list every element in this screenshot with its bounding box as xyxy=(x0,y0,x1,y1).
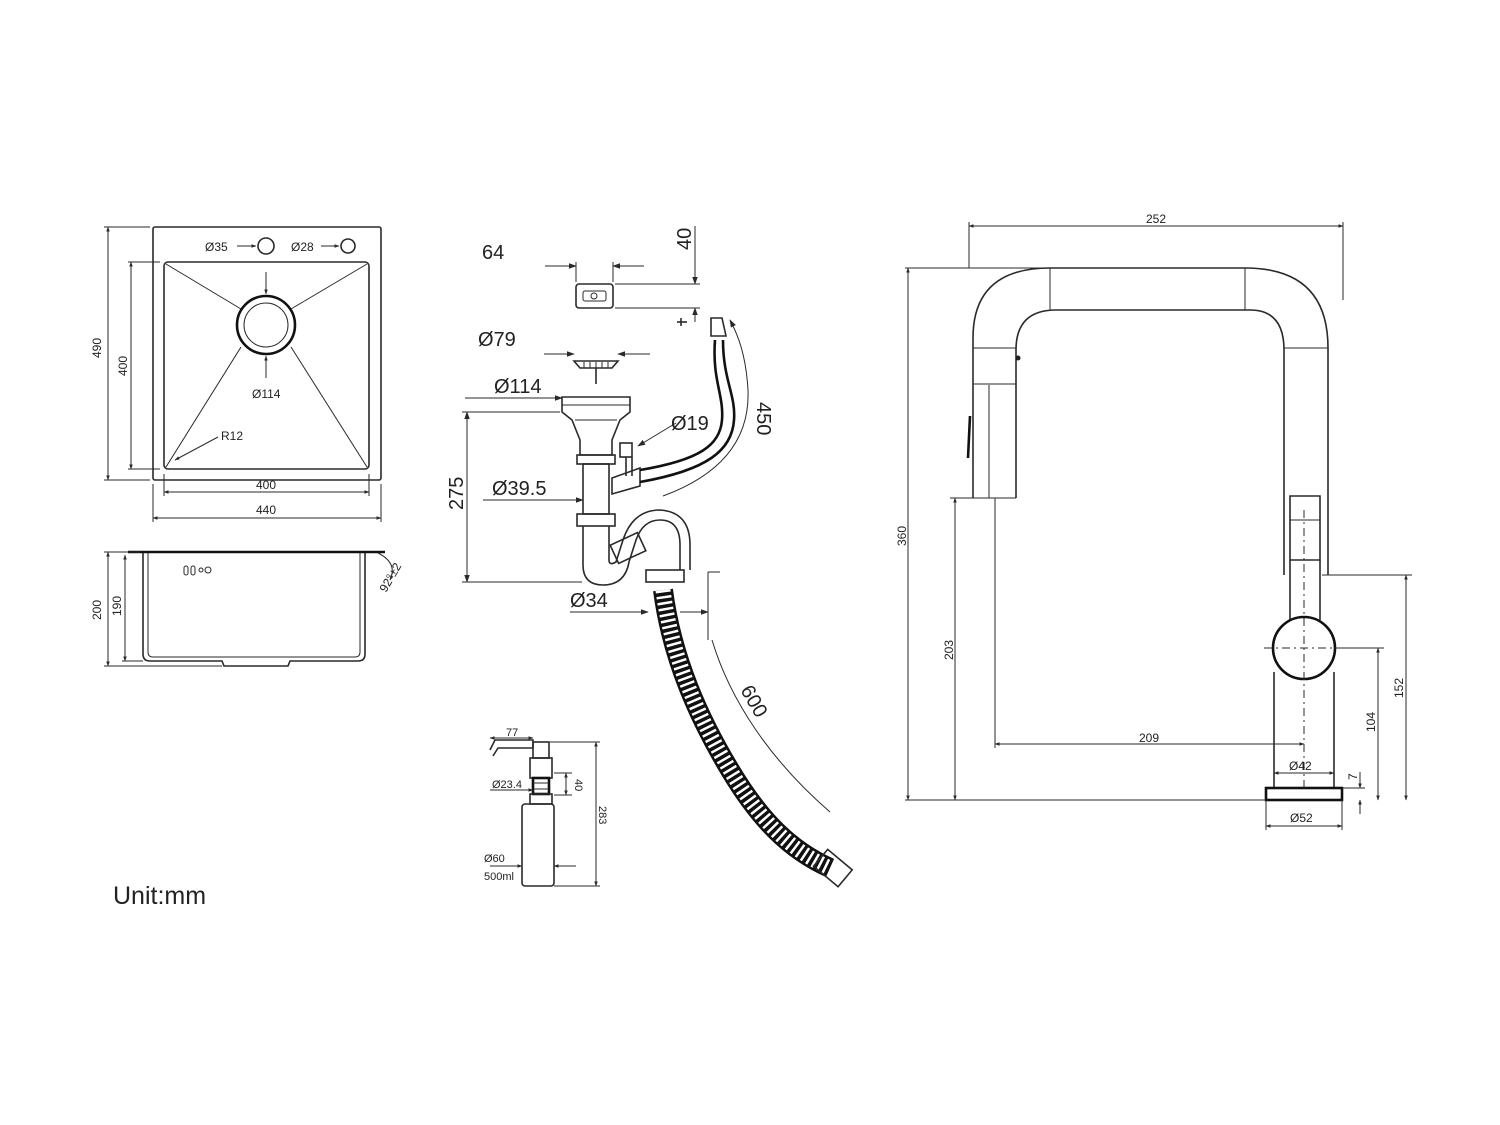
sink-side-view: 92°±2 200 190 xyxy=(90,550,404,667)
strainer-dia-label: Ø79 xyxy=(478,329,516,351)
unit-label: Unit:mm xyxy=(113,882,207,910)
thread-dia-label: Ø23.4 xyxy=(492,779,522,791)
body-dia-label: Ø42 xyxy=(1289,759,1312,773)
lever-height-label: 152 xyxy=(1392,678,1406,698)
radius-label: R12 xyxy=(221,429,243,443)
bottle-dia-label: Ø60 xyxy=(484,853,505,865)
angle-label: 92°±2 xyxy=(376,560,404,594)
soap-dispenser: 77 Ø23.4 40 283 Ø60 500ml xyxy=(484,727,608,887)
thread-len-label: 40 xyxy=(572,779,584,791)
inner-width-label: 400 xyxy=(256,478,276,492)
outer-height-label: 490 xyxy=(90,338,104,358)
hole-28-label: Ø28 xyxy=(291,240,314,254)
drain-kit: 64 40 Ø79 Ø114 Ø39.5 Ø34 xyxy=(446,226,854,888)
overflow-width-label: 64 xyxy=(482,242,504,264)
faucet-height-label: 360 xyxy=(895,526,909,546)
outlet-dia-label: Ø34 xyxy=(570,590,608,612)
side-height-outer-label: 200 xyxy=(90,600,104,620)
reach-label: 209 xyxy=(1139,731,1159,745)
base-dia-label: Ø52 xyxy=(1290,811,1313,825)
overflow-pipe-label: Ø19 xyxy=(671,413,709,435)
dispenser-height-label: 283 xyxy=(596,806,608,824)
side-height-inner-label: 190 xyxy=(110,596,124,616)
depth-label: 275 xyxy=(446,477,468,510)
overflow-height-label: 40 xyxy=(674,228,696,250)
sink-top-view: Ø35 Ø28 Ø114 R12 400 440 490 400 xyxy=(90,226,382,522)
spout-label: 77 xyxy=(506,727,518,739)
lever-center-label: 104 xyxy=(1364,712,1378,732)
tail-dia-label: Ø39.5 xyxy=(492,478,546,500)
hose-length-label: 450 xyxy=(752,402,774,435)
basket-dia-label: Ø114 xyxy=(494,376,541,398)
hole-35-label: Ø35 xyxy=(205,240,228,254)
base-thickness-label: 7 xyxy=(1346,773,1360,780)
drain-hose-label: 600 xyxy=(736,682,772,722)
reach-total-label: 252 xyxy=(1146,212,1166,226)
drain-dia-label: Ø114 xyxy=(252,387,281,401)
spout-height-label: 203 xyxy=(942,640,956,660)
faucet: 252 360 203 209 152 104 Ø42 7 Ø52 xyxy=(895,212,1412,830)
outer-width-label: 440 xyxy=(256,503,276,517)
capacity-label: 500ml xyxy=(484,871,514,883)
inner-height-label: 400 xyxy=(116,356,130,376)
